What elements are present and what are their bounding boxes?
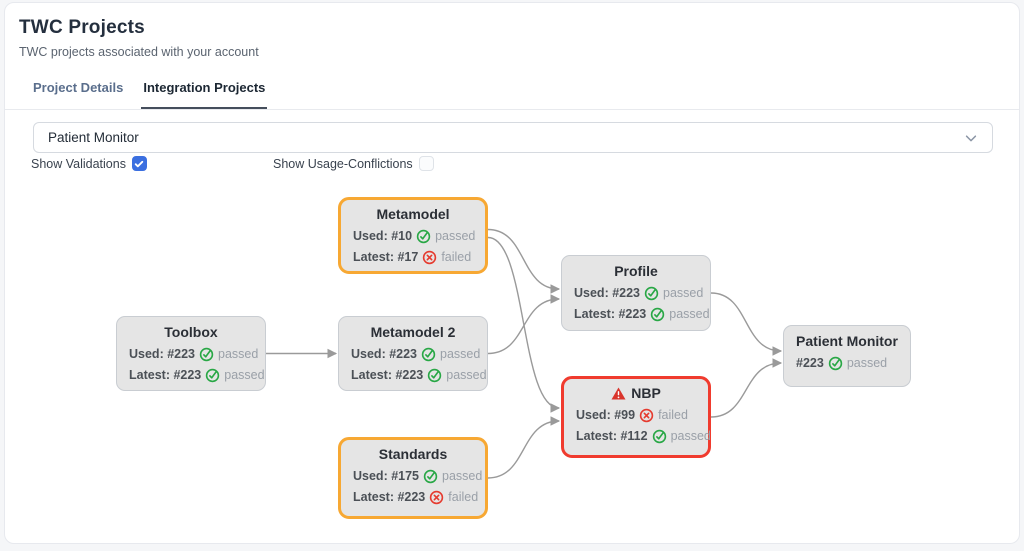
validation-row: #223 passed xyxy=(796,353,898,373)
show-usage-conflictions-label: Show Usage-Conflictions xyxy=(273,156,413,171)
build-label: Used: #223 xyxy=(351,347,418,361)
project-select-value: Patient Monitor xyxy=(48,130,139,145)
status-text: passed xyxy=(218,347,259,361)
project-select[interactable]: Patient Monitor xyxy=(33,122,993,153)
status-text: failed xyxy=(448,490,479,504)
node-title: Patient Monitor xyxy=(796,333,898,349)
show-validations-checkbox[interactable] xyxy=(131,156,147,171)
validation-row: Latest: #112 passed xyxy=(576,426,711,446)
validation-row: Used: #10 passed xyxy=(353,226,476,246)
edge-metamodel-to-nbp xyxy=(487,236,561,413)
status-text: passed xyxy=(435,229,476,243)
node-title: Standards xyxy=(378,446,448,462)
graph-edges xyxy=(266,228,783,479)
node-title: Metamodel xyxy=(376,206,450,222)
validation-row: Latest: #223 passed xyxy=(351,365,487,385)
status-text: passed xyxy=(224,368,265,382)
status-failed-icon xyxy=(422,250,437,265)
status-text: passed xyxy=(669,307,710,321)
validation-row: Latest: #223 passed xyxy=(129,365,265,385)
node-title: Profile xyxy=(614,263,658,279)
status-text: passed xyxy=(846,356,888,370)
validation-row: Latest: #223 passed xyxy=(574,304,710,324)
build-label: Latest: #17 xyxy=(353,250,419,264)
page-header: TWC Projects TWC projects associated wit… xyxy=(5,3,1019,59)
show-usage-conflictions-toggle-group: Show Usage-Conflictions xyxy=(273,156,434,171)
edge-nbp-to-patient_monitor xyxy=(710,358,783,418)
page-subtitle: TWC projects associated with your accoun… xyxy=(19,45,259,59)
tab-integration-projects[interactable]: Integration Projects xyxy=(141,80,268,109)
status-passed-icon xyxy=(199,347,214,362)
tab-project-details[interactable]: Project Details xyxy=(33,80,124,95)
status-text: passed xyxy=(442,469,483,483)
graph-node-patient_monitor[interactable]: Patient Monitor #223 passed xyxy=(783,325,911,387)
build-label: Latest: #223 xyxy=(574,307,647,321)
build-label: Latest: #223 xyxy=(353,490,426,504)
status-passed-icon xyxy=(205,368,220,383)
status-passed-icon xyxy=(423,469,438,484)
show-validations-label: Show Validations xyxy=(31,156,126,171)
status-text: passed xyxy=(670,429,711,443)
build-label: Used: #223 xyxy=(129,347,196,361)
status-passed-icon xyxy=(652,429,667,444)
node-title: Toolbox xyxy=(164,324,218,340)
build-label: Used: #99 xyxy=(576,408,636,422)
status-failed-icon xyxy=(429,490,444,505)
edge-metamodel2-to-profile xyxy=(487,294,561,355)
status-passed-icon xyxy=(427,368,442,383)
edge-profile-to-patient_monitor xyxy=(710,292,783,356)
edge-metamodel-to-profile xyxy=(487,228,561,294)
edge-standards-to-nbp xyxy=(487,416,561,479)
build-label: #223 xyxy=(796,356,824,370)
show-validations-toggle-group: Show Validations xyxy=(31,156,147,171)
status-passed-icon xyxy=(421,347,436,362)
tab-bar: Project Details Integration Projects xyxy=(5,80,1019,110)
validation-row: Used: #223 passed xyxy=(129,344,258,364)
twc-projects-card: TWC Projects TWC projects associated wit… xyxy=(4,2,1020,544)
build-label: Used: #10 xyxy=(353,229,413,243)
chevron-down-icon xyxy=(964,131,978,145)
build-label: Used: #175 xyxy=(353,469,420,483)
page-title: TWC Projects xyxy=(19,17,145,38)
warning-icon xyxy=(611,386,626,401)
validation-row: Used: #223 passed xyxy=(574,283,703,303)
validation-row: Used: #175 passed xyxy=(353,466,482,486)
status-passed-icon xyxy=(644,286,659,301)
validation-row: Latest: #17 failed xyxy=(353,247,473,267)
show-usage-conflictions-checkbox[interactable] xyxy=(418,156,434,171)
validation-row: Used: #99 failed xyxy=(576,405,696,425)
validation-row: Latest: #223 failed xyxy=(353,487,478,507)
status-failed-icon xyxy=(639,408,654,423)
status-passed-icon xyxy=(416,229,431,244)
build-label: Latest: #112 xyxy=(576,429,648,443)
status-passed-icon xyxy=(650,307,665,322)
validation-row: Used: #223 passed xyxy=(351,344,480,364)
node-title: NBP xyxy=(576,385,696,401)
status-passed-icon xyxy=(828,356,843,371)
node-title: Metamodel 2 xyxy=(370,324,456,340)
status-text: failed xyxy=(441,250,472,264)
status-text: passed xyxy=(446,368,487,382)
build-label: Latest: #223 xyxy=(351,368,424,382)
status-text: passed xyxy=(663,286,704,300)
build-label: Used: #223 xyxy=(574,286,641,300)
status-text: passed xyxy=(440,347,481,361)
status-text: failed xyxy=(658,408,688,422)
build-label: Latest: #223 xyxy=(129,368,202,382)
